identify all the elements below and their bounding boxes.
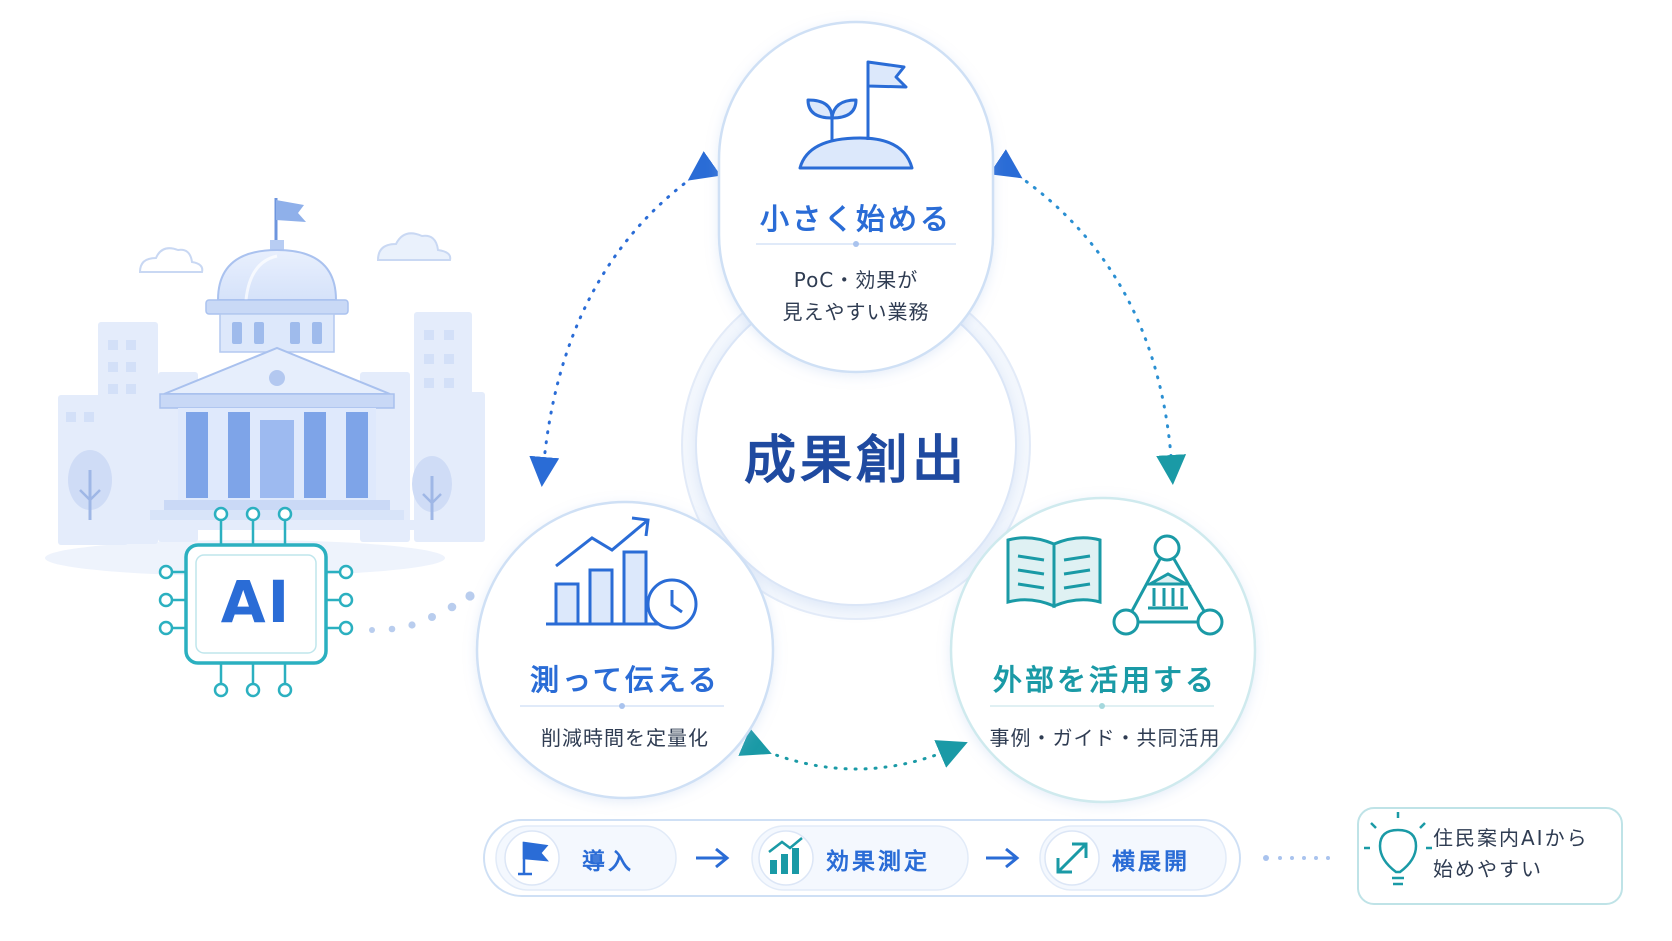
network-building-icon (1112, 534, 1224, 636)
node-top-subtitle-line1: PoC・効果が (793, 268, 919, 292)
lightbulb-icon (1364, 812, 1432, 886)
step-label-rollout: 横展開 (1112, 849, 1190, 875)
cloud-icon (138, 232, 452, 273)
book-icon (1006, 536, 1102, 609)
note-box (1357, 807, 1623, 905)
node-right-subtitle: 事例・ガイド・共同活用 (989, 726, 1221, 750)
note-connector-dots (1263, 855, 1330, 861)
arrow-right-icon (986, 847, 1020, 869)
ai-chip-label: AI (220, 568, 292, 636)
arrow-right-icon (696, 847, 730, 869)
node-top (717, 20, 995, 374)
note-line1: 住民案内AIから (1433, 826, 1589, 850)
node-left-subtitle: 削減時間を定量化 (541, 726, 709, 750)
flag-icon (518, 841, 549, 876)
city-hall-building (138, 198, 416, 530)
expand-arrows-icon (1056, 842, 1088, 874)
growth-chart-clock-icon (546, 516, 698, 630)
center-hub (681, 270, 1031, 620)
ai-connector-dots (369, 591, 475, 633)
city-hall-illustration (45, 198, 485, 576)
bar-chart-icon (768, 837, 803, 874)
node-left (475, 500, 775, 800)
center-title: 成果創出 (743, 431, 968, 491)
note-line2: 始めやすい (1433, 857, 1543, 881)
ai-chip (158, 506, 354, 698)
node-top-subtitle: PoC・効果が 見えやすい業務 (752, 264, 960, 328)
node-right (949, 496, 1257, 804)
cycle-arrow-top-left (529, 151, 721, 487)
cycle-arrow-top-right (989, 149, 1187, 485)
node-top-subtitle-line2: 見えやすい業務 (782, 300, 930, 324)
tree-icon (68, 450, 452, 520)
cycle-arrow-bottom (738, 728, 968, 771)
node-right-title: 外部を活用する (992, 663, 1217, 697)
step-label-measurement: 効果測定 (826, 849, 930, 875)
sprout-flag-icon (798, 60, 914, 170)
node-top-title: 小さく始める (759, 202, 952, 236)
process-bar (483, 819, 1241, 897)
step-label-introduction: 導入 (582, 849, 634, 875)
node-left-title: 測って伝える (530, 663, 720, 697)
